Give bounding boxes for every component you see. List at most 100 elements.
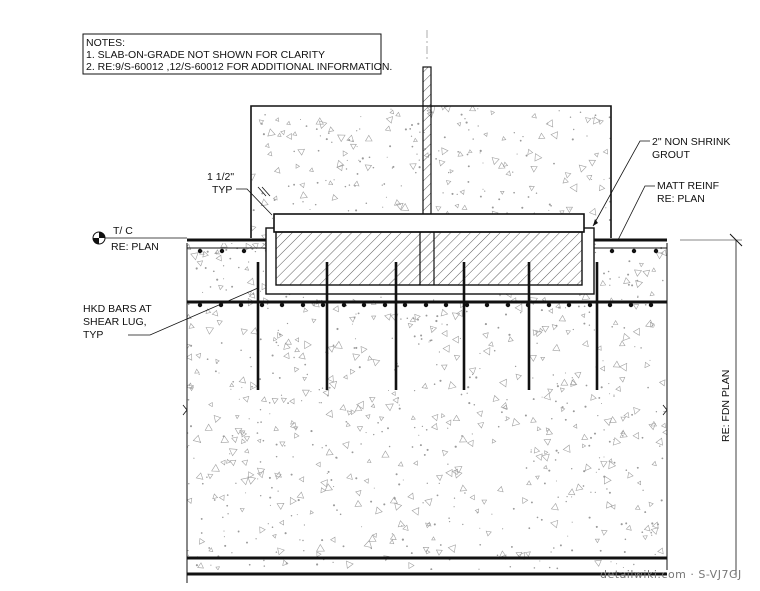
concrete-aggregate [309, 510, 314, 515]
concrete-speck [303, 550, 305, 552]
concrete-speck [314, 203, 317, 206]
concrete-aggregate [220, 243, 228, 248]
concrete-speck [594, 251, 597, 254]
concrete-speck [394, 498, 396, 500]
concrete-speck [377, 421, 379, 424]
concrete-aggregate [273, 425, 280, 432]
concrete-aggregate [192, 434, 201, 443]
concrete-aggregate [431, 536, 436, 541]
concrete-aggregate [488, 341, 494, 347]
concrete-aggregate [530, 416, 537, 423]
concrete-aggregate [316, 551, 322, 558]
concrete-aggregate [482, 347, 491, 356]
concrete-aggregate [620, 429, 626, 435]
concrete-speck [226, 504, 229, 507]
concrete-speck [257, 478, 259, 480]
concrete-aggregate [543, 464, 548, 470]
concrete-speck [420, 338, 423, 340]
concrete-speck [353, 347, 356, 349]
dim-leader [236, 188, 273, 216]
concrete-aggregate [250, 327, 259, 335]
concrete-speck [222, 516, 224, 519]
concrete-aggregate [569, 183, 578, 193]
concrete-aggregate [342, 441, 350, 450]
concrete-speck [325, 179, 327, 182]
concrete-aggregate [353, 180, 360, 187]
concrete-aggregate [481, 499, 488, 505]
concrete-aggregate [322, 389, 330, 397]
concrete-aggregate [632, 431, 640, 440]
concrete-aggregate [394, 199, 402, 206]
concrete-speck [264, 114, 266, 116]
concrete-speck [573, 128, 575, 131]
concrete-aggregate [534, 153, 543, 162]
concrete-speck [212, 270, 215, 273]
concrete-speck [586, 135, 588, 137]
concrete-speck [479, 152, 481, 154]
concrete-speck [296, 514, 298, 516]
concrete-aggregate [220, 435, 230, 444]
concrete-speck [565, 500, 567, 503]
concrete-aggregate [551, 324, 558, 331]
concrete-aggregate [603, 475, 612, 485]
concrete-aggregate [356, 400, 364, 410]
concrete-aggregate [278, 519, 285, 526]
concrete-speck [329, 415, 331, 417]
concrete-aggregate [211, 463, 220, 472]
concrete-aggregate [354, 500, 363, 507]
concrete-speck [551, 418, 553, 420]
concrete-aggregate [384, 125, 391, 132]
concrete-speck [482, 188, 484, 190]
concrete-aggregate [635, 280, 644, 289]
rebar-dot [566, 302, 572, 308]
concrete-speck [278, 376, 281, 379]
concrete-aggregate [384, 313, 392, 321]
concrete-speck [477, 125, 479, 127]
concrete-aggregate [355, 489, 362, 497]
concrete-aggregate [527, 148, 534, 155]
concrete-speck [284, 532, 287, 535]
concrete-speck [259, 409, 262, 411]
concrete-speck [415, 171, 417, 174]
concrete-speck [439, 544, 442, 546]
concrete-speck [572, 328, 574, 331]
concrete-speck [321, 539, 324, 542]
concrete-aggregate [372, 532, 377, 538]
concrete-speck [642, 489, 644, 491]
concrete-speck [466, 392, 468, 394]
concrete-aggregate [655, 252, 664, 260]
concrete-aggregate [242, 395, 250, 403]
concrete-speck [268, 402, 271, 404]
concrete-aggregate [302, 376, 308, 382]
concrete-aggregate [294, 366, 300, 373]
concrete-speck [252, 209, 255, 212]
concrete-aggregate [582, 443, 587, 449]
concrete-aggregate [582, 340, 589, 348]
concrete-aggregate [562, 177, 569, 184]
notes-box [82, 33, 382, 75]
concrete-speck [571, 468, 573, 470]
concrete-aggregate [389, 109, 395, 115]
concrete-speck [524, 414, 527, 417]
tc-symbol-fill-2 [93, 238, 99, 244]
concrete-aggregate [375, 506, 383, 515]
concrete-aggregate [194, 368, 200, 374]
concrete-aggregate [515, 551, 523, 559]
concrete-speck [351, 451, 354, 454]
concrete-aggregate [552, 343, 561, 352]
concrete-speck [459, 337, 461, 340]
concrete-speck [625, 469, 628, 471]
concrete-aggregate [466, 439, 474, 448]
concrete-aggregate [594, 538, 600, 544]
concrete-speck [238, 398, 240, 400]
concrete-aggregate [240, 328, 248, 336]
concrete-speck [272, 372, 274, 375]
concrete-aggregate [339, 404, 347, 411]
rebar-dot [238, 302, 244, 308]
rebar-dot [546, 302, 552, 308]
concrete-aggregate [452, 414, 461, 422]
mat-foundation-concrete [187, 243, 667, 570]
concrete-speck [223, 536, 225, 538]
concrete-speck [512, 171, 514, 173]
concrete-speck [251, 385, 253, 388]
